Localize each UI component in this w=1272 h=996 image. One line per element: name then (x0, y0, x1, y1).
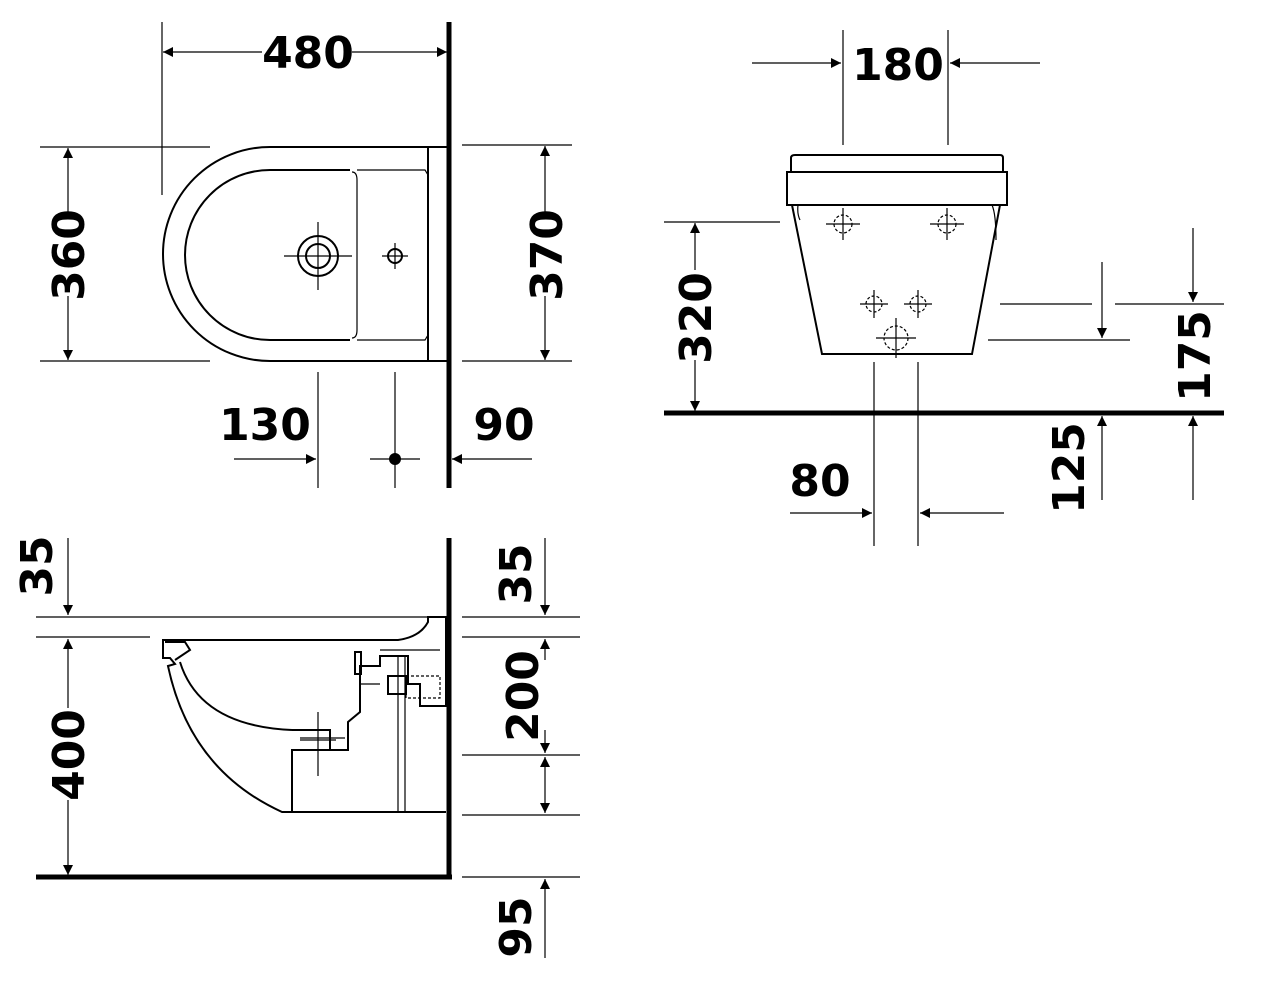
front-inlet-left-symbol (860, 290, 888, 318)
side-fixing-hidden (405, 675, 441, 699)
dim-35-left-label: 35 (12, 535, 63, 596)
front-rim-band (786, 171, 1008, 206)
side-view: 35 400 35 200 95 (12, 535, 580, 958)
dim-320-label: 320 (671, 272, 722, 364)
dim-360-label: 360 (44, 209, 95, 301)
front-inlet-right-symbol (904, 290, 932, 318)
front-fixing-right-symbol (930, 208, 964, 240)
side-front-rim (165, 641, 192, 661)
front-body (791, 204, 1001, 355)
overflow-hole-symbol (382, 243, 408, 269)
top-bowl-inner (184, 169, 350, 341)
dim-180-label: 180 (852, 40, 944, 91)
front-view: 180 320 175 125 80 (664, 30, 1224, 546)
dim-130-label: 130 (219, 400, 311, 451)
front-body-detail (797, 204, 997, 241)
side-tap-detail (354, 651, 362, 675)
top-wall-plate (427, 146, 449, 362)
tap-hole-symbol (284, 222, 352, 290)
top-view: 480 360 370 130 90 (40, 22, 573, 488)
front-rim-top (790, 154, 1004, 173)
dim-480-label: 480 (262, 28, 354, 79)
top-deck-edge (351, 171, 358, 339)
top-bowl-outline (162, 146, 430, 362)
side-bowl-inner (179, 661, 293, 731)
dim-175-label: 175 (1170, 310, 1221, 402)
dim-95-label: 95 (491, 896, 542, 957)
front-drain-symbol (876, 318, 916, 358)
dim-370-label: 370 (522, 209, 573, 301)
front-fixing-left-symbol (826, 208, 860, 240)
dim-125-label: 125 (1044, 422, 1095, 514)
side-fixing-block (387, 675, 407, 695)
side-body-outline (162, 616, 447, 813)
side-waste-detail (300, 683, 380, 739)
dim-35-right-label: 35 (491, 543, 542, 604)
side-waste (292, 729, 331, 750)
dim-80-label: 80 (789, 456, 850, 507)
dim-200-label: 200 (498, 650, 549, 742)
top-deck (357, 169, 429, 341)
dim-400-label: 400 (44, 709, 95, 801)
dim-90-label: 90 (473, 400, 534, 451)
